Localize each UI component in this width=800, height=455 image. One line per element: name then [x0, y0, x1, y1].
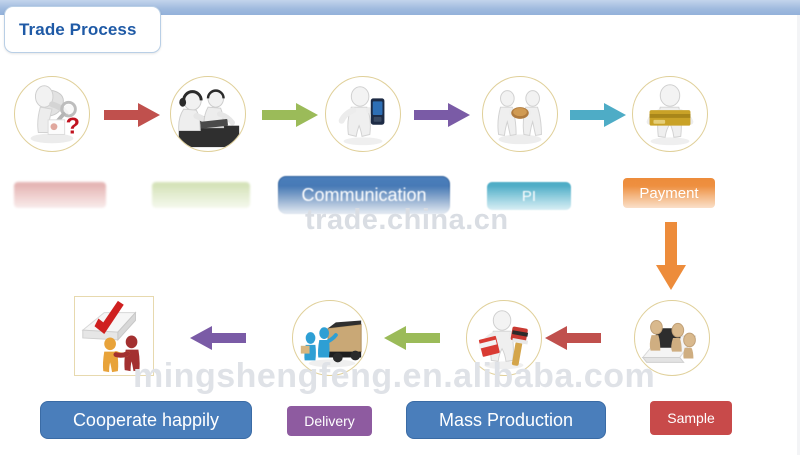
node-sample-circle	[634, 300, 710, 376]
node-delivery-circle	[292, 300, 368, 376]
label-cooperate-happily[interactable]: Cooperate happily	[40, 401, 252, 439]
arrow-mass-production-to-delivery	[384, 326, 440, 350]
arrow-payment-to-sample	[656, 222, 686, 290]
page-title: Trade Process	[19, 19, 137, 39]
node-cooperate-frame	[74, 296, 154, 376]
label-mass-production[interactable]: Mass Production	[406, 401, 606, 439]
laptop-sample-icon	[641, 319, 697, 363]
call-center-headset-icon	[178, 89, 240, 148]
svg-text:?: ?	[66, 112, 80, 138]
node-customer-service-circle	[170, 76, 246, 152]
arrow-inquiry-to-service	[104, 103, 160, 127]
handshake-contract-icon	[497, 90, 542, 145]
label-payment[interactable]: Payment	[623, 178, 715, 208]
person-mobile-phone-icon	[338, 86, 385, 146]
label-inquiry[interactable]	[14, 182, 106, 208]
production-painting-icon	[478, 310, 529, 370]
watermark-alibaba: mingshengfeng.en.alibaba.com	[133, 357, 656, 395]
node-pi-circle	[482, 76, 558, 152]
label-pi[interactable]: PI	[487, 182, 571, 210]
node-communication-circle	[325, 76, 401, 152]
arrow-service-to-communication	[262, 103, 318, 127]
truck-loading-icon	[300, 320, 362, 368]
node-payment-circle	[632, 76, 708, 152]
page-title-chip: Trade Process	[4, 6, 161, 53]
node-mass-production-circle	[466, 300, 542, 376]
arrow-pi-to-payment	[570, 103, 626, 127]
magnifier-question-icon: ?	[30, 85, 80, 144]
header-band	[0, 0, 800, 15]
arrow-sample-to-mass-production	[545, 326, 601, 350]
arrow-communication-to-pi	[414, 103, 470, 127]
right-edge-divider	[797, 15, 800, 455]
person-credit-card-icon	[646, 84, 694, 146]
handshake-checkmark-icon	[81, 300, 140, 373]
label-communication[interactable]: Communication	[278, 176, 450, 214]
arrow-delivery-to-cooperate	[190, 326, 246, 350]
label-sample[interactable]: Sample	[650, 401, 732, 435]
node-inquiry-circle: ?	[14, 76, 90, 152]
label-customer-service[interactable]	[152, 182, 250, 208]
label-delivery[interactable]: Delivery	[287, 406, 372, 436]
